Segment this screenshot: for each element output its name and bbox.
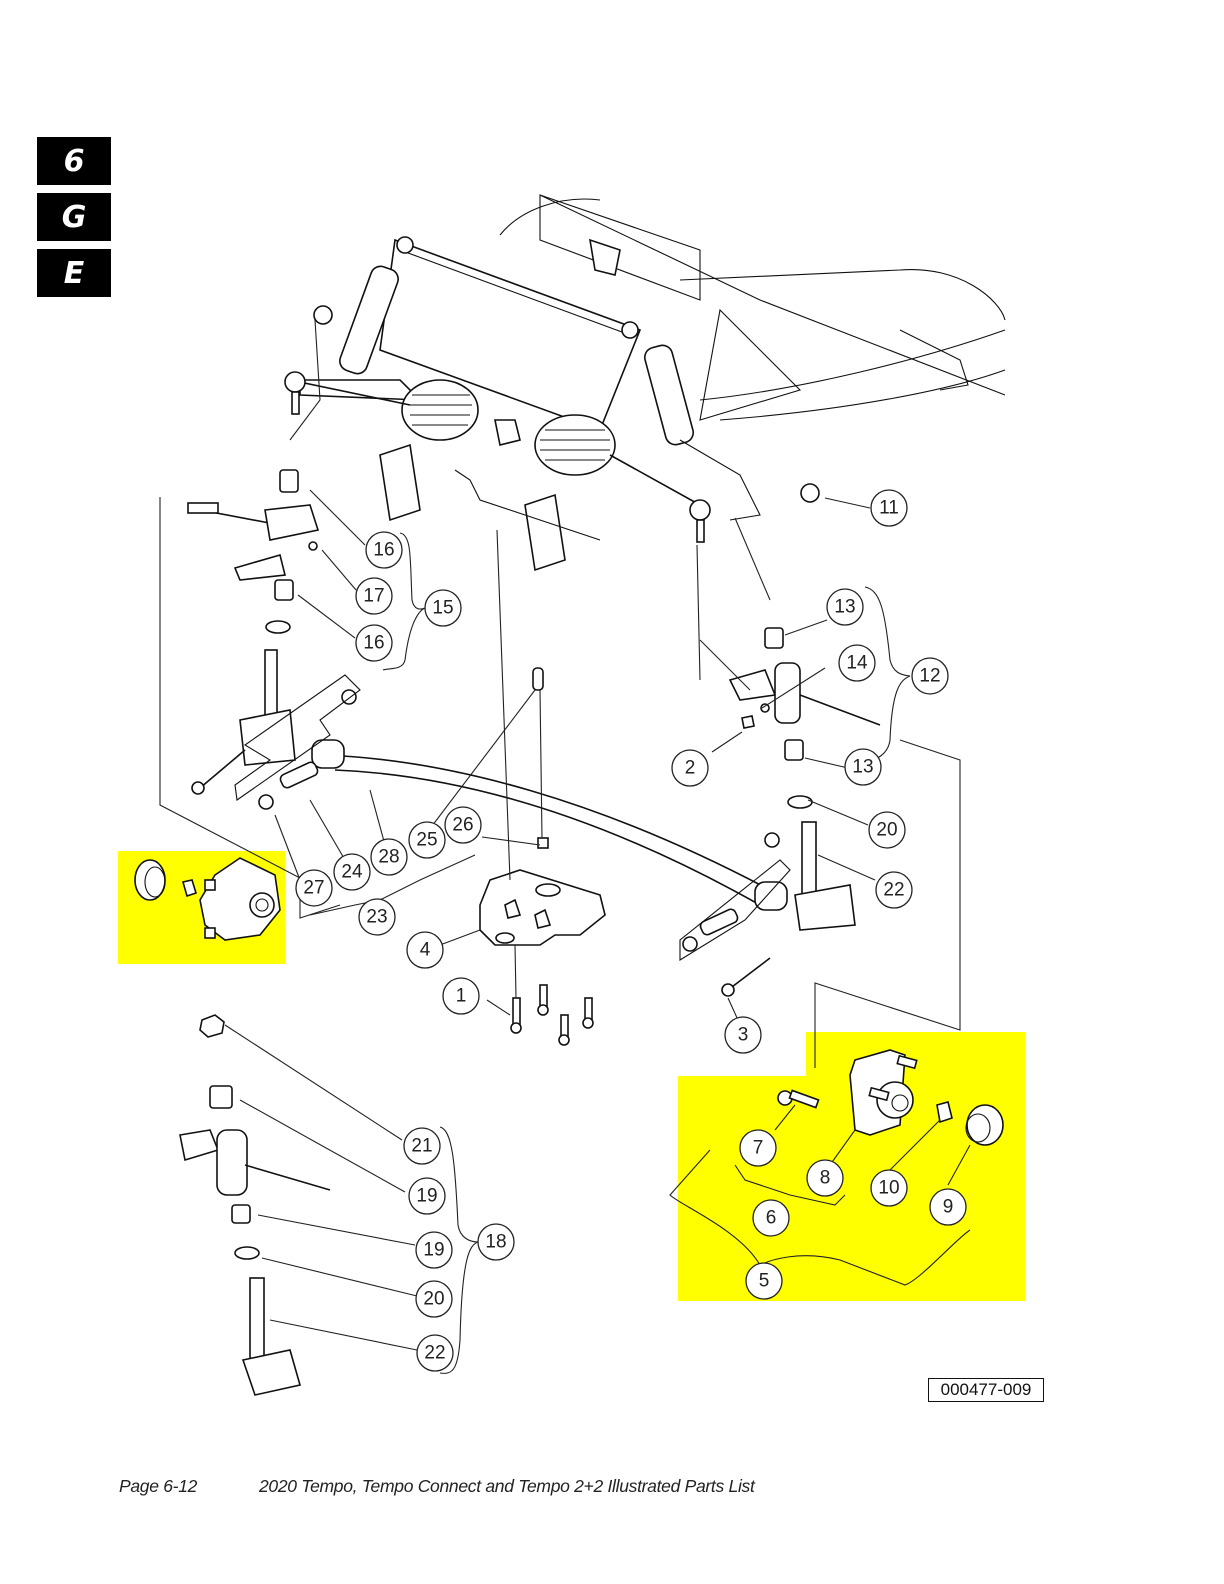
callout-16-upper: 16 [365,531,403,569]
svg-text:15: 15 [432,598,453,619]
callout-16-lower: 16 [355,624,393,662]
callout-5: 5 [745,1262,783,1300]
svg-text:25: 25 [416,830,437,851]
callout-28: 28 [370,838,408,876]
callout-1: 1 [442,977,480,1015]
callout-22-lower-left: 22 [416,1334,454,1372]
left-spindle-assembly [187,469,320,795]
svg-text:1: 1 [456,986,467,1007]
callout-11: 11 [870,489,908,527]
callout-4: 4 [406,931,444,969]
svg-text:2: 2 [685,758,696,779]
callout-23: 23 [358,898,396,936]
svg-text:11: 11 [879,498,899,519]
callout-27: 27 [295,869,333,907]
svg-text:20: 20 [876,820,897,841]
callout-13-lower: 13 [844,748,882,786]
svg-text:23: 23 [366,907,387,928]
svg-text:18: 18 [485,1232,506,1253]
callout-24: 24 [333,853,371,891]
svg-text:16: 16 [363,633,384,654]
left-hub-assembly [134,857,281,941]
leader-lines [159,319,971,1374]
callout-13-upper: 13 [826,588,864,626]
callout-22-right: 22 [875,871,913,909]
svg-text:16: 16 [373,540,394,561]
callout-25: 25 [408,821,446,859]
svg-text:22: 22 [883,880,904,901]
svg-text:22: 22 [424,1343,445,1364]
svg-text:3: 3 [738,1025,749,1046]
svg-text:5: 5 [759,1271,770,1292]
callout-19-lower: 19 [415,1231,453,1269]
svg-text:9: 9 [943,1197,954,1218]
vehicle-frame [499,194,1006,421]
callout-19-upper: 19 [408,1177,446,1215]
svg-text:8: 8 [820,1168,831,1189]
callout-15: 15 [424,589,462,627]
right-hub-assembly [777,1049,1004,1146]
callout-21: 21 [403,1127,441,1165]
footer-document-title: 2020 Tempo, Tempo Connect and Tempo 2+2 … [259,1476,755,1496]
figure-id-label: 000477-009 [928,1378,1044,1402]
svg-text:20: 20 [423,1289,444,1310]
callout-10: 10 [870,1169,908,1207]
svg-text:28: 28 [378,847,399,868]
callout-14: 14 [838,644,876,682]
svg-text:13: 13 [852,757,873,778]
svg-text:17: 17 [363,586,384,607]
mounting-bracket [479,667,606,946]
callout-12: 12 [911,657,949,695]
svg-text:7: 7 [753,1138,764,1159]
svg-text:19: 19 [416,1186,437,1207]
callout-26: 26 [444,806,482,844]
svg-text:4: 4 [420,940,431,961]
svg-text:14: 14 [846,653,868,674]
callout-7: 7 [739,1129,777,1167]
callout-3: 3 [724,1016,762,1054]
callout-18: 18 [477,1223,515,1261]
svg-text:6: 6 [766,1208,777,1229]
right-spindle-assembly [721,627,881,997]
steering-rack-assembly [284,236,820,572]
callout-6: 6 [752,1199,790,1237]
footer-page-number: Page 6-12 [119,1476,198,1496]
callout-9: 9 [929,1188,967,1226]
svg-text:13: 13 [834,597,855,618]
svg-text:26: 26 [452,815,473,836]
callout-2: 2 [671,749,709,787]
svg-text:24: 24 [341,862,363,883]
bracket-bolts [510,984,594,1046]
section-tab-6: 6 [37,137,111,185]
callout-20-right: 20 [868,811,906,849]
svg-text:12: 12 [919,666,940,687]
section-tab-g: G [37,193,111,241]
svg-text:19: 19 [423,1240,444,1261]
section-tab-e: E [37,249,111,297]
lower-left-spindle-assembly [179,1014,331,1396]
svg-text:21: 21 [411,1136,432,1157]
callout-8: 8 [806,1159,844,1197]
svg-text:27: 27 [303,878,324,899]
callout-17: 17 [355,577,393,615]
callout-20-lower-left: 20 [415,1280,453,1318]
callouts: 1 2 3 4 5 6 7 8 9 10 11 12 13 13 14 15 1… [295,489,967,1372]
svg-text:10: 10 [878,1178,899,1199]
